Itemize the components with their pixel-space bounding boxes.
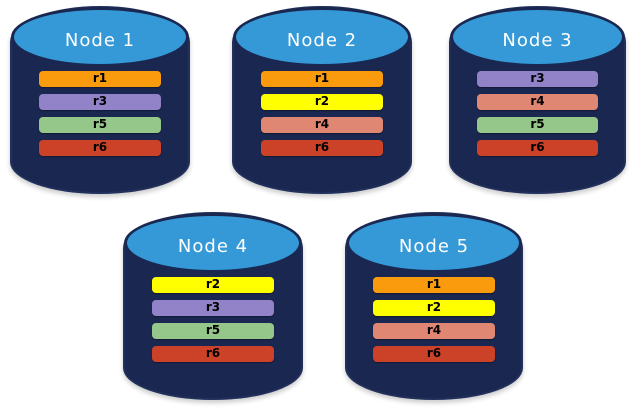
replica-bar-list: r2 r3 r5 r6 <box>123 272 303 362</box>
replica-label: r4 <box>426 323 442 337</box>
replica-label: r6 <box>530 140 545 154</box>
replica-label: r1 <box>426 277 442 291</box>
cylinder-top-ellipse: Node 4 <box>124 213 302 273</box>
replica-bar[interactable]: r2 <box>151 277 275 293</box>
database-cylinder-4[interactable]: Node 4 r2 r3 r5 r6 <box>123 212 303 400</box>
replica-label: r4 <box>530 94 545 108</box>
node-title: Node 3 <box>502 29 573 51</box>
node-title: Node 5 <box>398 235 470 257</box>
replica-bar-list: r1 r2 r4 r6 <box>345 272 523 362</box>
replica-bar-list: r1 r2 r4 r6 <box>232 66 412 156</box>
node-title: Node 4 <box>177 235 249 257</box>
replica-bar[interactable]: r3 <box>38 94 162 110</box>
replica-bar[interactable]: r2 <box>260 94 384 110</box>
cylinder-top-ellipse: Node 5 <box>346 213 522 273</box>
replica-label: r6 <box>426 346 442 360</box>
replica-bar[interactable]: r3 <box>151 300 275 316</box>
replica-label: r1 <box>92 71 108 85</box>
replica-label: r2 <box>314 94 330 108</box>
replica-bar-list: r1 r3 r5 r6 <box>10 66 190 156</box>
replica-bar[interactable]: r4 <box>477 94 598 110</box>
replica-bar[interactable]: r6 <box>477 140 598 156</box>
replica-bar[interactable]: r6 <box>260 140 384 156</box>
replica-bar[interactable]: r1 <box>373 277 495 293</box>
replica-bar[interactable]: r6 <box>151 346 275 362</box>
replica-bar-list: r3 r4 r5 r6 <box>449 66 626 156</box>
replica-label: r6 <box>92 140 108 154</box>
replica-label: r6 <box>314 140 330 154</box>
replica-bar[interactable]: r5 <box>151 323 275 339</box>
replica-label: r2 <box>205 277 221 291</box>
replica-label: r1 <box>314 71 330 85</box>
replica-label: r3 <box>92 94 108 108</box>
replica-bar[interactable]: r2 <box>373 300 495 316</box>
replica-label: r3 <box>530 71 545 85</box>
replica-bar[interactable]: r6 <box>373 346 495 362</box>
replica-bar[interactable]: r3 <box>477 71 598 87</box>
node-title: Node 2 <box>286 29 358 51</box>
replica-label: r5 <box>92 117 108 131</box>
replica-bar[interactable]: r5 <box>477 117 598 133</box>
replica-label: r5 <box>205 323 221 337</box>
replica-label: r6 <box>205 346 221 360</box>
database-cylinder-3[interactable]: Node 3 r3 r4 r5 r6 <box>449 6 626 194</box>
database-cylinder-1[interactable]: Node 1 r1 r3 r5 r6 <box>10 6 190 194</box>
replica-label: r4 <box>314 117 330 131</box>
cylinder-top-ellipse: Node 1 <box>11 7 189 67</box>
replica-bar[interactable]: r4 <box>373 323 495 339</box>
replica-label: r3 <box>205 300 221 314</box>
replica-label: r5 <box>530 117 545 131</box>
replica-bar[interactable]: r6 <box>38 140 162 156</box>
replica-label: r2 <box>426 300 442 314</box>
node-title: Node 1 <box>64 29 136 51</box>
cylinder-top-ellipse: Node 2 <box>233 7 411 67</box>
replica-bar[interactable]: r5 <box>38 117 162 133</box>
database-cylinder-2[interactable]: Node 2 r1 r2 r4 r6 <box>232 6 412 194</box>
replica-bar[interactable]: r4 <box>260 117 384 133</box>
cylinder-top-ellipse: Node 3 <box>450 7 625 67</box>
replica-bar[interactable]: r1 <box>260 71 384 87</box>
database-cylinder-5[interactable]: Node 5 r1 r2 r4 r6 <box>345 212 523 400</box>
replica-bar[interactable]: r1 <box>38 71 162 87</box>
